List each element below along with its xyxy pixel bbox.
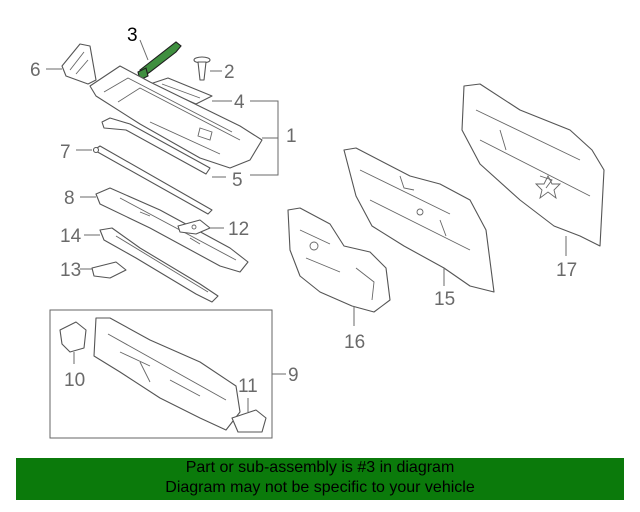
callout-12: 12 — [228, 219, 249, 240]
part-15-dash-panel — [343, 147, 495, 293]
callout-11: 11 — [238, 376, 258, 397]
part-17-rear-dash — [461, 83, 605, 247]
callout-3: 3 — [127, 25, 138, 46]
part-9-cowl-lower-panel — [93, 317, 241, 431]
part-12-bracket — [177, 219, 211, 235]
callout-17: 17 — [556, 260, 577, 281]
info-banner: Part or sub-assembly is #3 in diagram Di… — [16, 458, 624, 500]
callout-1: 1 — [286, 126, 297, 147]
callout-8: 8 — [64, 188, 75, 209]
part-14-lower-member — [99, 227, 219, 303]
leader-1-bracket — [250, 100, 279, 176]
callout-9: 9 — [288, 365, 299, 386]
part-10-bracket — [59, 321, 87, 353]
callout-5: 5 — [232, 170, 243, 191]
leader-3 — [139, 39, 149, 61]
callout-15: 15 — [434, 289, 455, 310]
parts-diagram: 6 3 2 4 1 5 7 8 — [30, 25, 605, 439]
part-16-insulator — [287, 207, 391, 313]
part-5-seal — [101, 117, 211, 175]
part-3-highlighted — [137, 41, 182, 81]
callout-4: 4 — [234, 92, 245, 113]
part-6-bracket — [61, 43, 97, 85]
callout-10: 10 — [64, 370, 85, 391]
callout-7: 7 — [60, 142, 71, 163]
callout-13: 13 — [60, 260, 81, 281]
part-1-cowl-panel — [89, 65, 263, 169]
callout-2: 2 — [224, 62, 235, 83]
callout-14: 14 — [60, 226, 82, 247]
part-7-rod — [92, 145, 213, 215]
banner-line-disclaimer: Diagram may not be specific to your vehi… — [165, 479, 475, 496]
part-11-bracket — [231, 409, 267, 433]
banner-line-part-note: Part or sub-assembly is #3 in diagram — [185, 459, 455, 476]
callout-6: 6 — [30, 60, 41, 81]
callout-16: 16 — [344, 332, 365, 353]
part-8-reinforcement — [95, 187, 249, 273]
part-2-clip — [193, 56, 211, 81]
part-13-bracket — [91, 261, 127, 279]
